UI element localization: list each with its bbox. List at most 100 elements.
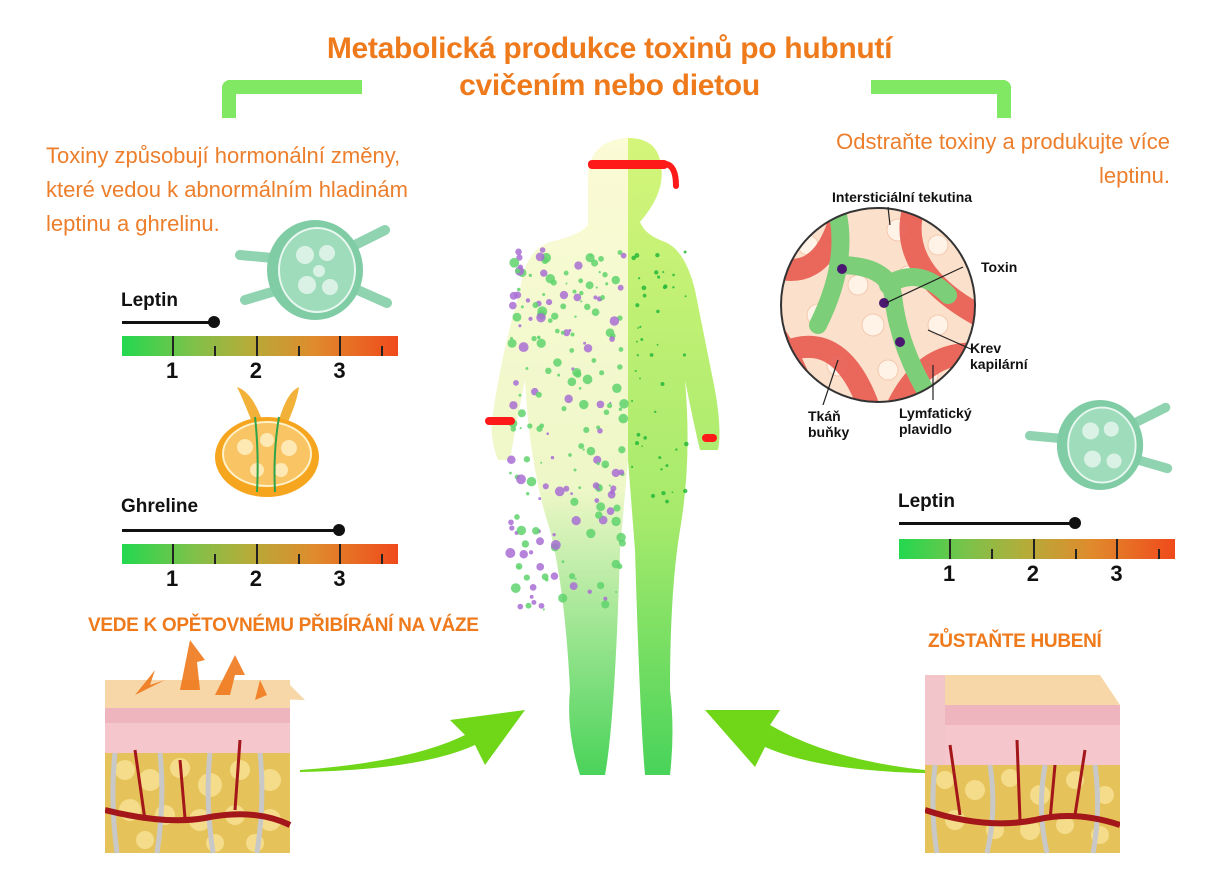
tick-label: 3 xyxy=(333,358,346,383)
toxin-speck xyxy=(550,540,561,550)
major-tick xyxy=(255,544,258,564)
toxin-speck xyxy=(554,486,565,497)
toxin-speck xyxy=(618,446,626,454)
toxin-speck xyxy=(570,497,579,506)
toxin-speck xyxy=(509,471,512,475)
toxin-speck xyxy=(583,344,593,353)
toxin-speck xyxy=(554,328,560,334)
toxin-speck xyxy=(616,532,626,543)
toxin-speck xyxy=(617,284,624,291)
toxin-speck xyxy=(505,547,516,558)
toxin-speck xyxy=(618,407,623,411)
minor-tick xyxy=(297,554,300,564)
toxin-speck xyxy=(597,487,600,491)
toxin-speck xyxy=(518,393,522,397)
headband xyxy=(588,160,668,169)
tick-label: 1 xyxy=(166,566,179,591)
indicator-line xyxy=(899,522,1075,525)
toxin-speck xyxy=(671,491,674,494)
toxin-speck xyxy=(545,367,552,375)
title-line-2: cvičením nebo dietou xyxy=(459,69,760,102)
tick-label: 1 xyxy=(166,358,179,383)
toxin-speck xyxy=(571,516,581,526)
toxin-speck xyxy=(579,399,589,410)
minor-tick xyxy=(1158,549,1161,559)
toxin-speck xyxy=(518,342,529,353)
toxin-speck xyxy=(591,308,600,317)
toxin-speck xyxy=(641,285,647,291)
toxin-speck xyxy=(596,400,605,409)
right-leptin-indicator xyxy=(899,517,1199,531)
toxin-speck xyxy=(660,382,665,387)
toxin-speck xyxy=(660,468,663,471)
toxin-speck xyxy=(514,291,522,299)
toxin-speck xyxy=(592,482,600,489)
toxin-speck xyxy=(642,293,647,298)
page-title: Metabolická produkce toxinů po hubnutí c… xyxy=(0,30,1219,104)
toxin-speck xyxy=(540,461,543,464)
minor-tick xyxy=(214,554,216,564)
toxin-speck xyxy=(536,312,546,323)
toxin-speck xyxy=(560,330,565,335)
toxin-speck xyxy=(574,261,583,270)
lymphatic-diagram-icon xyxy=(780,206,976,405)
skin-cross-section-icon xyxy=(925,675,1120,854)
toxin-speck xyxy=(606,403,613,409)
toxin-speck xyxy=(596,502,606,512)
toxin-speck xyxy=(515,268,521,274)
major-tick xyxy=(1116,539,1119,559)
toxin-speck xyxy=(517,287,521,292)
toxin-speck xyxy=(634,253,640,258)
toxin-speck xyxy=(596,581,605,590)
toxin-speck xyxy=(526,476,537,487)
toxin-speck xyxy=(640,338,644,341)
toxin-speck xyxy=(514,514,520,520)
arrow-left-icon xyxy=(705,710,925,773)
left-leptin-label: Leptin xyxy=(121,290,178,311)
toxin-speck xyxy=(557,373,561,377)
toxin-speck xyxy=(539,423,545,429)
toxin-speck xyxy=(570,332,575,337)
toxin-speck xyxy=(532,527,540,535)
left-bottom-caption: VEDE K OPĚTOVNÉMU PŘIBÍRÁNÍ NA VÁZE xyxy=(88,615,479,636)
minor-tick xyxy=(991,549,993,559)
toxin-speck xyxy=(563,485,570,492)
arrow-right-icon xyxy=(300,710,525,772)
toxin-speck xyxy=(525,298,531,303)
label-line: Tkáň xyxy=(808,408,841,424)
toxin-speck xyxy=(570,492,573,495)
toxin-speck xyxy=(683,250,687,254)
label-line: buňky xyxy=(808,424,850,440)
toxin-speck xyxy=(683,488,688,494)
toxin-speck xyxy=(569,348,575,353)
toxin-speck xyxy=(578,278,584,284)
scale-bar xyxy=(122,544,398,564)
major-tick xyxy=(1032,539,1035,559)
toxin-speck xyxy=(594,498,600,503)
toxin-speck xyxy=(654,270,659,275)
toxin-speck xyxy=(565,282,568,285)
minor-tick xyxy=(214,346,216,356)
toxin-speck xyxy=(661,490,666,496)
toxin-speck xyxy=(609,316,620,326)
toxin-speck xyxy=(525,367,529,370)
toxin-speck xyxy=(672,286,675,289)
toxin-speck xyxy=(529,594,534,599)
toxin-speck xyxy=(552,532,556,537)
toxin-speck xyxy=(520,305,524,309)
title-line-1: Metabolická produkce toxinů po hubnutí xyxy=(326,32,893,65)
gland-icon xyxy=(215,387,319,497)
right-bracket-leg xyxy=(997,80,1011,118)
toxin-speck xyxy=(561,406,567,412)
toxin-speck xyxy=(593,455,602,464)
toxin-speck xyxy=(583,341,587,345)
label-interstitial-fluid: Intersticiální tekutina xyxy=(832,189,973,205)
major-tick xyxy=(172,544,175,564)
toxin-speck xyxy=(611,559,621,569)
toxin-speck xyxy=(510,583,521,593)
toxin-speck xyxy=(587,589,592,594)
toxin-speck xyxy=(536,562,545,571)
toxin-speck xyxy=(537,335,541,339)
